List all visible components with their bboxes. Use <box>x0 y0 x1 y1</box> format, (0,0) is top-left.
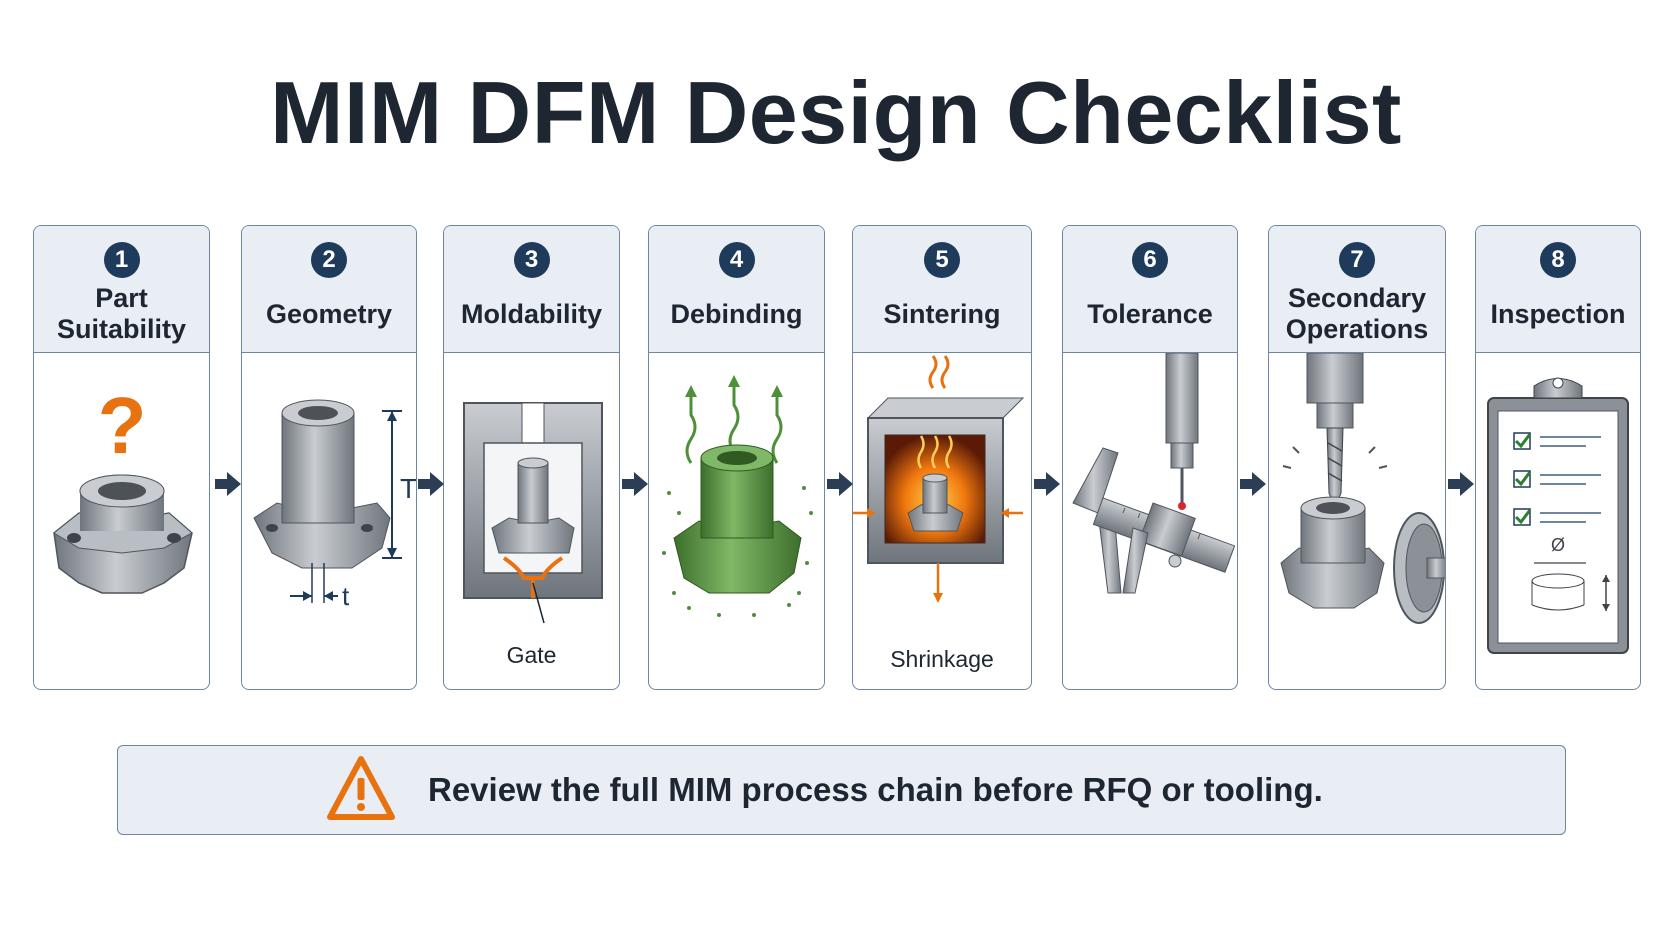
caliper-probe-icon <box>1072 353 1236 594</box>
step-card-moldability: 3 Moldability Gate <box>443 225 620 690</box>
step-card-geometry: 2 Geometry T t <box>241 225 417 690</box>
step-header: 8 Inspection <box>1476 226 1640 353</box>
step-label: Sintering <box>883 298 1001 329</box>
mold-gate-icon <box>463 402 603 624</box>
diameter-symbol: Ø <box>1551 535 1565 555</box>
step-label: Tolerance <box>1087 298 1213 329</box>
step-label: Geometry <box>265 298 393 329</box>
sintering-furnace-icon <box>853 355 1025 603</box>
gate-label: Gate <box>506 642 557 668</box>
thickness-label-t: t <box>342 581 350 611</box>
step-header: 3 Moldability <box>444 226 619 353</box>
step-illustration <box>1063 353 1237 689</box>
step-number-badge: 3 <box>513 242 550 278</box>
part-question-icon: ? <box>53 381 193 594</box>
step-number-badge: 5 <box>924 242 960 278</box>
step-number-badge: 2 <box>311 242 347 278</box>
step-header: 4 Debinding <box>649 226 824 353</box>
step-card-tolerance: 6 Tolerance <box>1062 225 1238 690</box>
warning-text: Review the full MIM process chain before… <box>428 771 1323 808</box>
warning-banner: Review the full MIM process chain before… <box>117 745 1566 835</box>
step-header: 2 Geometry <box>242 226 416 353</box>
step-number-badge: 6 <box>1132 242 1168 278</box>
flow-arrow-icon <box>1034 472 1060 496</box>
step-label: Moldability <box>461 298 602 329</box>
step-label: Inspection <box>1490 298 1626 329</box>
question-mark: ? <box>98 381 147 470</box>
step-illustration <box>1269 353 1445 689</box>
step-label: Part Suitability <box>56 283 186 344</box>
flow-arrow-icon <box>1448 472 1474 496</box>
drill-grinder-icon <box>1280 353 1445 624</box>
shrinkage-label: Shrinkage <box>890 646 994 672</box>
step-card-secondary-operations: 7 Secondary Operations <box>1268 225 1446 690</box>
step-illustration: Shrinkage <box>853 353 1031 689</box>
step-header: 6 Tolerance <box>1063 226 1237 353</box>
step-card-part-suitability: 1 Part Suitability ? <box>33 225 210 690</box>
step-illustration: Ø <box>1476 353 1640 689</box>
geometry-dimension-icon: T t <box>253 399 417 611</box>
step-header: 5 Sintering <box>853 226 1031 353</box>
step-illustration: ? <box>34 353 209 689</box>
step-number-badge: 1 <box>103 242 140 278</box>
step-number-badge: 8 <box>1540 242 1576 278</box>
step-header: 1 Part Suitability <box>34 226 209 353</box>
thickness-label-T: T <box>400 473 417 504</box>
step-card-inspection: 8 Inspection Ø <box>1475 225 1641 690</box>
step-label: Secondary Operations <box>1285 283 1429 344</box>
debinding-green-part-icon <box>662 375 813 617</box>
flow-arrow-icon <box>622 472 648 496</box>
flow-arrow-icon <box>215 472 241 496</box>
page-title: MIM DFM Design Checklist <box>270 63 1402 162</box>
flow-arrow-icon <box>827 472 853 496</box>
step-illustration <box>649 353 824 689</box>
inspection-clipboard-icon: Ø <box>1487 377 1629 654</box>
flow-arrow-icon <box>418 472 444 496</box>
step-card-debinding: 4 Debinding <box>648 225 825 690</box>
step-illustration: Gate <box>444 353 619 689</box>
step-label: Debinding <box>670 298 803 329</box>
step-illustration: T t <box>242 353 416 689</box>
flow-arrow-icon <box>1240 472 1266 496</box>
step-header: 7 Secondary Operations <box>1269 226 1445 353</box>
step-card-sintering: 5 Sintering Shrinka <box>852 225 1032 690</box>
step-number-badge: 7 <box>1339 242 1375 278</box>
step-number-badge: 4 <box>718 242 755 278</box>
warning-triangle-icon <box>327 756 395 820</box>
